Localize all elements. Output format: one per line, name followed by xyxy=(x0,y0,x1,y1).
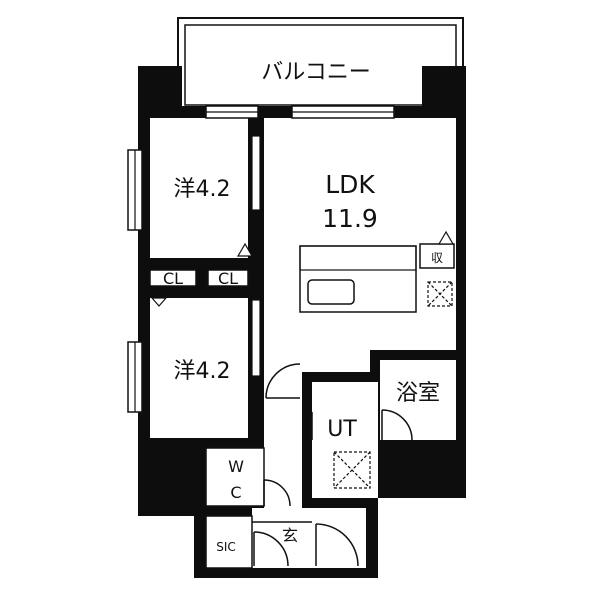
room-bathroom xyxy=(380,360,456,440)
wall-ut-top xyxy=(302,372,378,382)
closet-2-outline xyxy=(207,269,249,287)
storage-label: 収 xyxy=(431,251,443,265)
balcony xyxy=(177,17,464,112)
room-sic xyxy=(206,516,252,568)
door-swing-icon xyxy=(253,531,289,567)
balcony-windows xyxy=(205,105,395,119)
wall-bottom-left-block xyxy=(138,440,206,516)
closet-2 xyxy=(208,270,248,286)
storage-upper xyxy=(420,244,454,268)
closet-1-outline xyxy=(149,269,197,287)
room-west-1-label: 洋4.2 xyxy=(174,177,231,202)
balcony-label: バルコニー xyxy=(261,60,371,85)
ceiling-cross-icon xyxy=(427,281,453,307)
labels: バルコニー 洋4.2 LDK 11.9 CL CL 収 洋4.2 浴室 UT W… xyxy=(163,60,443,554)
sliding-door-room2 xyxy=(251,299,261,377)
triangle-marker-icon xyxy=(236,242,254,257)
room-outlines xyxy=(149,243,455,569)
ceiling-crosses xyxy=(333,281,453,489)
rooms xyxy=(150,118,456,568)
wall-closet-divider xyxy=(196,258,208,298)
doors xyxy=(253,363,413,567)
side-windows xyxy=(127,149,143,413)
triangle-markers xyxy=(150,230,455,307)
wc-w-label: W xyxy=(228,457,244,476)
room-ldk xyxy=(264,118,456,350)
sliding-door-room1 xyxy=(251,135,261,211)
closet-2-label: CL xyxy=(218,269,238,288)
entrance-label: 玄 xyxy=(282,526,298,545)
room-west-2 xyxy=(150,298,248,438)
wc-outline xyxy=(205,447,265,507)
room-west-1 xyxy=(150,118,248,258)
door-swing-icon xyxy=(265,363,301,399)
wall-bath-top xyxy=(370,350,466,360)
door-swing-icon xyxy=(315,523,359,567)
bathroom-label: 浴室 xyxy=(396,381,440,406)
sic-label: SIC xyxy=(216,540,236,554)
hallway xyxy=(264,372,302,508)
storage-lower xyxy=(422,276,454,308)
closet-1-label: CL xyxy=(163,269,183,288)
room-entrance xyxy=(252,508,366,568)
door-swing-icon xyxy=(263,479,291,507)
wall-bottom-right-block xyxy=(378,440,466,498)
ldk-label: LDK xyxy=(325,170,375,199)
triangle-marker-icon xyxy=(150,297,168,307)
wall-room2-bottom xyxy=(138,438,264,448)
wall-right xyxy=(456,106,466,498)
kitchen xyxy=(299,245,417,313)
storage-outline xyxy=(419,243,455,269)
sink-icon xyxy=(307,279,355,305)
sic-outline xyxy=(205,515,253,569)
door-swing-icon xyxy=(381,409,413,441)
wall-entrance-top xyxy=(302,498,378,510)
room-ldk-lower xyxy=(264,350,370,372)
closet-1 xyxy=(150,270,196,286)
utility-label: UT xyxy=(327,417,357,442)
kitchen-counter-back xyxy=(299,245,417,271)
room-utility xyxy=(312,382,378,498)
balcony-outline xyxy=(177,17,464,112)
wall-bottom xyxy=(194,568,378,578)
balcony-inner-line xyxy=(184,24,457,106)
ceiling-cross-icon xyxy=(333,451,371,489)
triangle-marker-icon xyxy=(437,230,455,245)
ldk-area-label: 11.9 xyxy=(322,204,378,233)
wall-ut-left xyxy=(302,372,312,508)
room-wc xyxy=(206,448,264,506)
room-west-2-label: 洋4.2 xyxy=(174,359,231,384)
sliding-doors xyxy=(251,135,261,377)
wall-entrance-right xyxy=(366,498,378,578)
wc-c-label: C xyxy=(230,483,241,502)
